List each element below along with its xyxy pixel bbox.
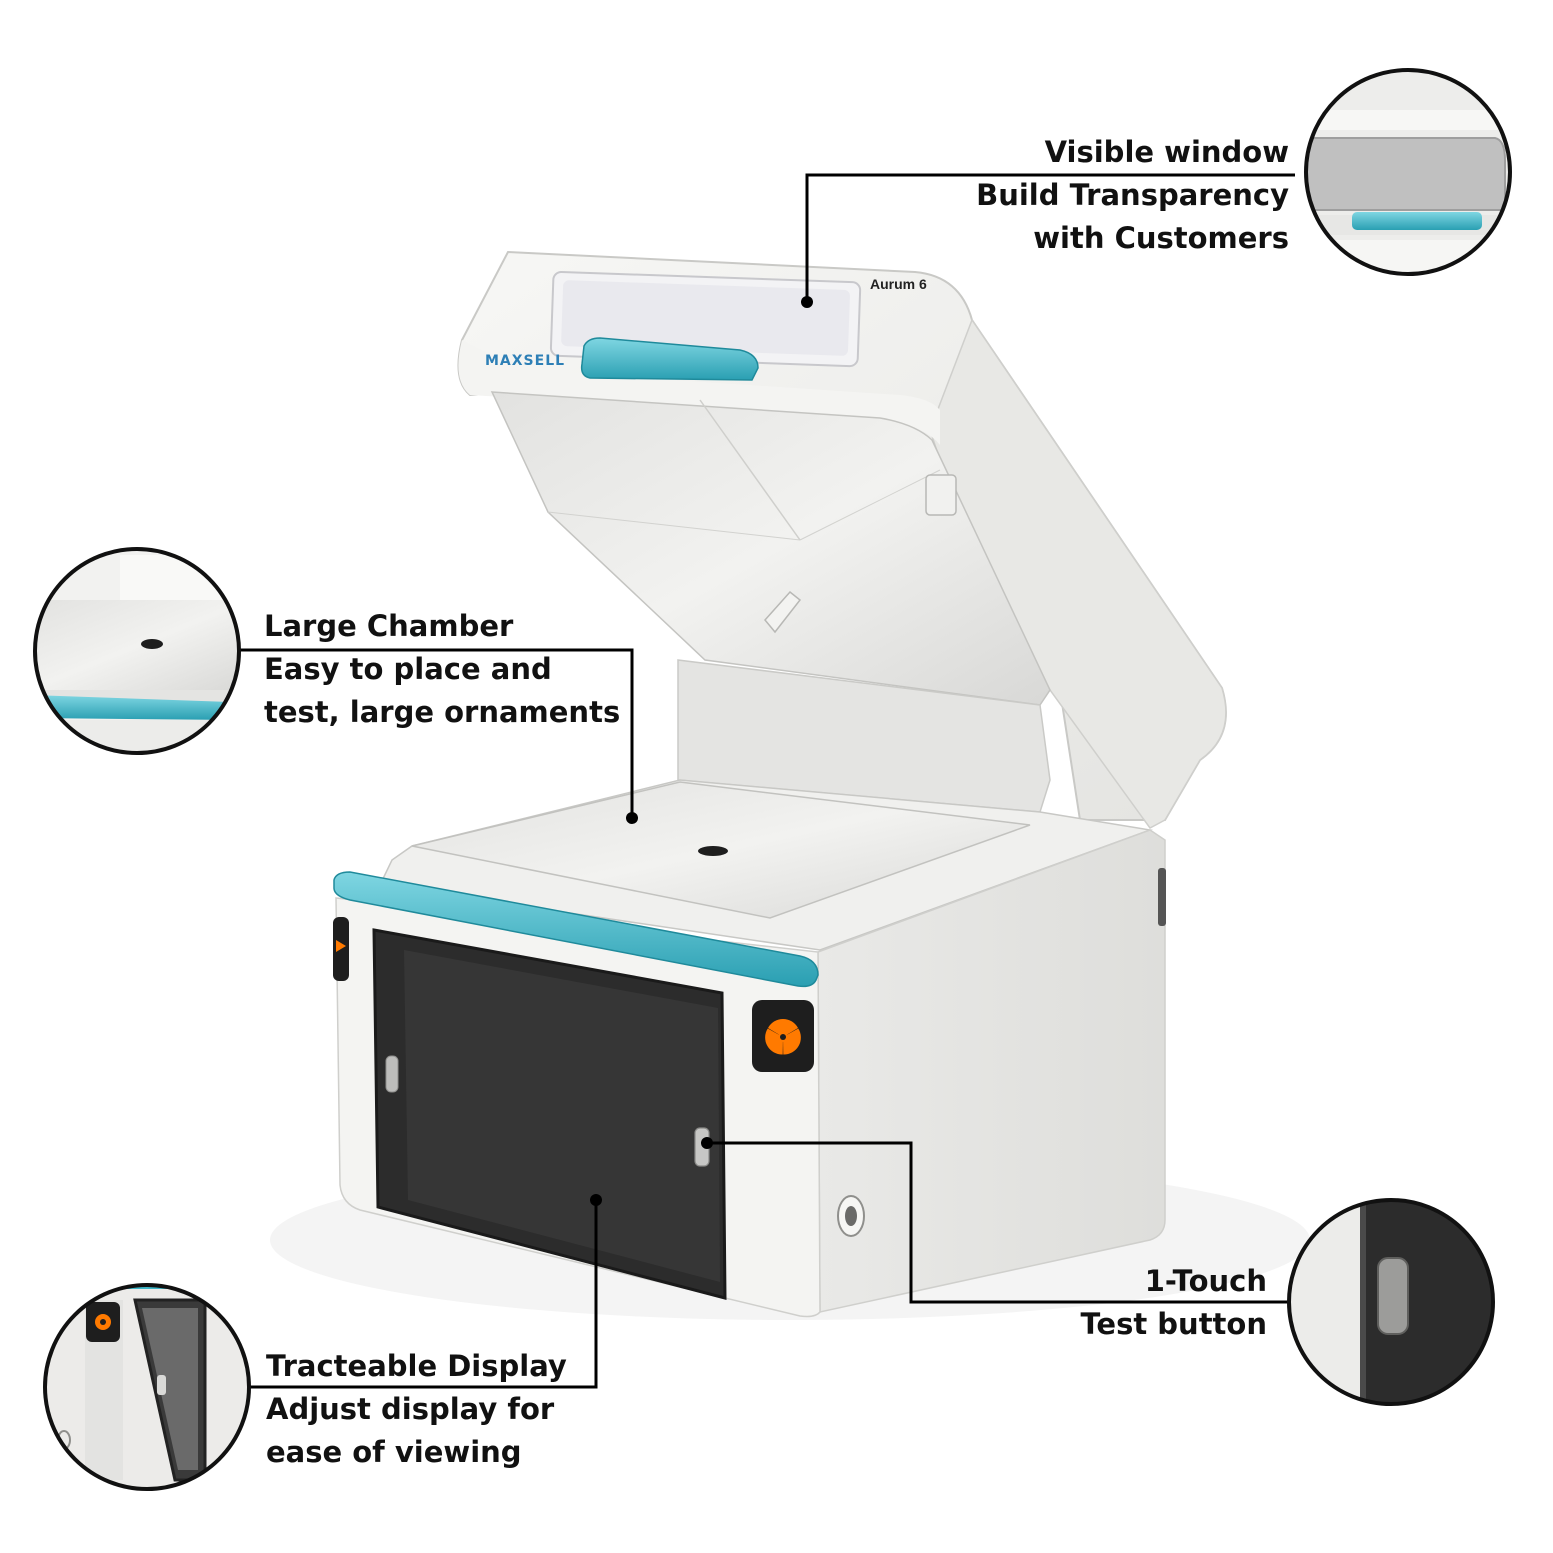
- leader-lines: [240, 173, 1295, 1389]
- callout-button-line1: 1-Touch: [1144, 1264, 1267, 1298]
- sample-aperture: [698, 846, 728, 856]
- callout-display-line3: ease of viewing: [266, 1435, 522, 1469]
- callout-button-line2: Test button: [1080, 1307, 1267, 1341]
- chamber-detail-zoom: [33, 547, 241, 755]
- display-screen[interactable]: [372, 928, 727, 1300]
- brand-logo: MAXSELL: [485, 353, 565, 369]
- callout-window-line1: Visible window: [1044, 135, 1289, 169]
- callout-window-line2: Build Transparency: [976, 178, 1289, 212]
- lid: MAXSELL Aurum 6: [457, 250, 1227, 829]
- callout-window-line3: with Customers: [1033, 221, 1289, 255]
- radiation-icon: [752, 1000, 814, 1072]
- callout-test-button: 1-Touch Test button: [1080, 1260, 1267, 1346]
- device-body: [333, 829, 1166, 1318]
- callout-visible-window: Visible window Build Transparency with C…: [976, 131, 1289, 260]
- callout-tracteable-display: Tracteable Display Adjust display for ea…: [266, 1345, 567, 1474]
- model-label: Aurum 6: [870, 276, 927, 292]
- window-detail-zoom: [1304, 68, 1512, 276]
- sample-chamber: [378, 779, 1153, 951]
- callout-large-chamber: Large Chamber Easy to place and test, la…: [264, 605, 620, 734]
- callout-chamber-line3: test, large ornaments: [264, 695, 621, 729]
- callout-display-line1: Tracteable Display: [266, 1349, 567, 1383]
- callout-chamber-line1: Large Chamber: [264, 609, 514, 643]
- display-detail-zoom: [43, 1283, 251, 1491]
- screen-latch: [385, 1055, 399, 1093]
- lid-handle[interactable]: [580, 337, 759, 381]
- callout-display-line2: Adjust display for: [266, 1392, 555, 1426]
- callout-chamber-line2: Easy to place and: [264, 652, 552, 686]
- button-detail-zoom: [1287, 1198, 1495, 1406]
